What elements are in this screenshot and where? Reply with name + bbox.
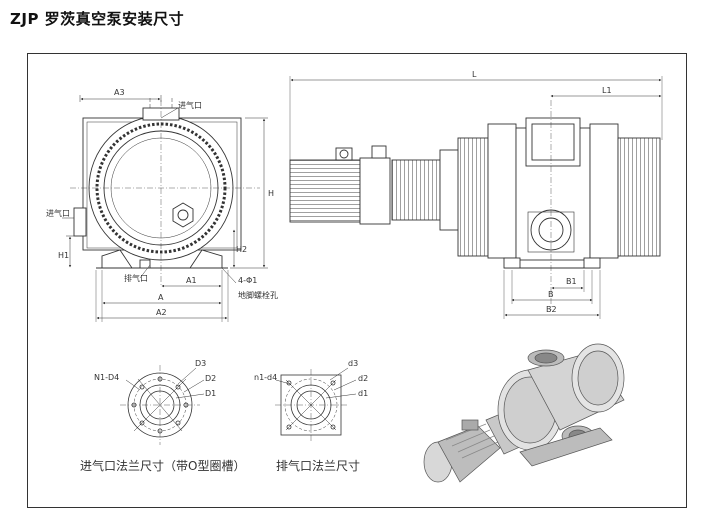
front-view	[62, 95, 268, 322]
dim-l1: L1	[602, 86, 612, 95]
outlet-n-d4: n1-d4	[254, 373, 277, 382]
outlet-flange-caption: 排气口法兰尺寸	[276, 458, 360, 473]
inlet-d3: D3	[195, 359, 206, 368]
dim-b2: B2	[546, 305, 557, 314]
dim-bolt: 4-Φ1	[238, 276, 257, 285]
outlet-d3: d3	[348, 359, 358, 368]
inlet-flange	[120, 365, 205, 445]
drawing-frame	[27, 53, 687, 508]
outlet-flange	[275, 367, 357, 441]
dim-a: A	[158, 293, 164, 302]
outlet-d1: d1	[358, 389, 368, 398]
dim-b1: B1	[566, 277, 577, 286]
label-inlet-side: 进气口	[46, 208, 70, 218]
inlet-d1: D1	[205, 389, 216, 398]
dim-a3: A3	[114, 88, 125, 97]
label-inlet-top: 进气口	[178, 100, 202, 110]
dim-l: L	[472, 70, 477, 79]
dim-h: H	[268, 189, 274, 198]
dim-a1: A1	[186, 276, 197, 285]
dim-h2: H2	[236, 245, 247, 254]
inlet-d2: D2	[205, 374, 216, 383]
page-title: ZJP 罗茨真空泵安装尺寸	[10, 10, 185, 28]
label-bolt-hole: 地脚螺栓孔	[238, 290, 278, 300]
outlet-d2: d2	[358, 374, 368, 383]
dim-a2: A2	[156, 308, 167, 317]
label-outlet: 排气口	[124, 273, 148, 283]
pump-3d-illustration	[423, 343, 625, 483]
side-view	[289, 76, 663, 319]
dim-b: B	[548, 290, 554, 299]
inlet-flange-caption: 进气口法兰尺寸（带O型圈槽）	[80, 458, 245, 473]
inlet-n-d4: N1-D4	[94, 373, 119, 382]
dim-h1: H1	[58, 251, 69, 260]
